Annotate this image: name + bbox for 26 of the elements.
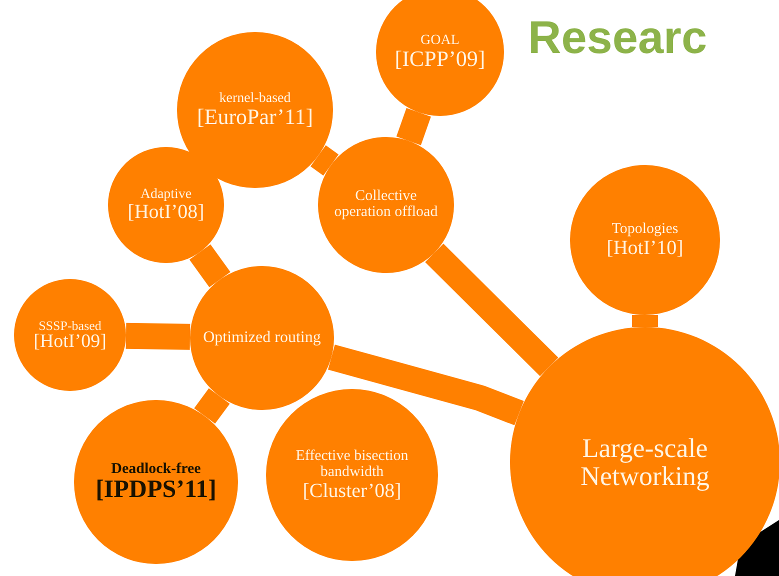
connector	[189, 244, 230, 288]
topic-label: SSSP-based	[38, 318, 102, 332]
connector	[310, 145, 339, 176]
connector	[328, 344, 524, 426]
topic-label: GOAL	[420, 34, 460, 48]
topic-label: Deadlock-free	[111, 462, 201, 478]
topic-label: Effective bisection bandwidth	[294, 449, 410, 481]
citation: [HotI’09]	[34, 332, 106, 352]
title: Researc	[528, 14, 708, 60]
connector	[396, 108, 431, 146]
citation: [EuroPar’11]	[196, 106, 314, 128]
topic-label: Collective operation offload	[333, 189, 439, 221]
citation: [HotI’08]	[128, 202, 204, 222]
topic-label: Topologies	[612, 222, 678, 238]
connector	[194, 388, 230, 424]
topic-label: Large-scale Networking	[580, 434, 710, 490]
citation: [Cluster’08]	[302, 480, 402, 501]
topic-label: Adaptive	[140, 188, 192, 202]
connector	[632, 315, 658, 327]
connector	[126, 322, 190, 350]
citation: [IPDPS’11]	[96, 477, 216, 502]
topic-label: Optimized routing	[203, 330, 321, 346]
citation: [HotI’10]	[606, 238, 684, 258]
topic-label: kernel-based	[219, 92, 291, 106]
citation: [ICPP’09]	[394, 48, 486, 70]
connector	[425, 244, 558, 376]
